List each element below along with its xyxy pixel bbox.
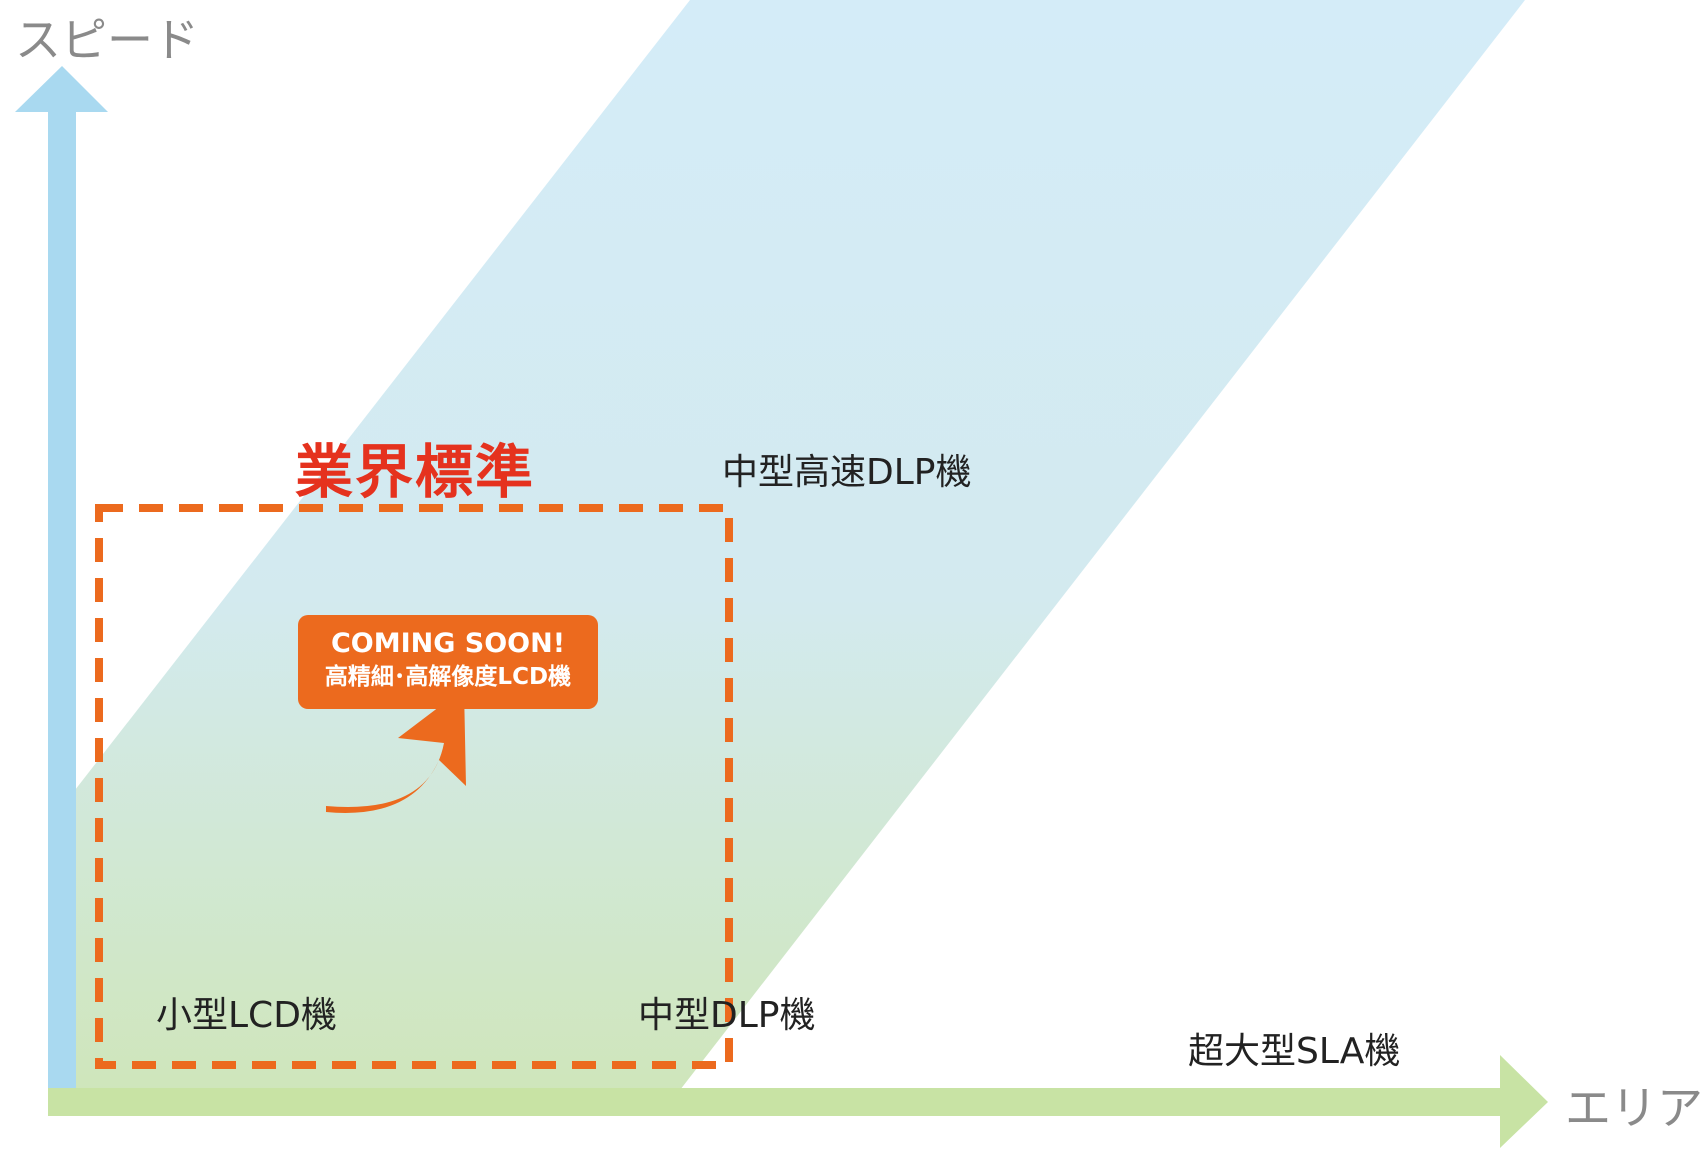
label-xl-sla: 超大型SLA機 xyxy=(1188,1031,1401,1072)
x-axis-label: エリア xyxy=(1565,1081,1700,1135)
badge-line-1: COMING SOON! xyxy=(330,628,566,659)
x-axis-shaft xyxy=(48,1088,1508,1116)
industry-standard-title: 業界標準 xyxy=(295,438,536,506)
y-axis-shaft xyxy=(48,110,76,1105)
performance-band xyxy=(75,0,1525,1090)
y-axis-label: スピード xyxy=(15,13,199,67)
label-mid-dlp: 中型DLP機 xyxy=(638,995,816,1036)
label-mid-fast-dlp: 中型高速DLP機 xyxy=(722,452,972,493)
badge-line-2: 高精細･高解像度LCD機 xyxy=(324,664,572,690)
x-axis-arrowhead xyxy=(1500,1055,1548,1148)
label-small-lcd: 小型LCD機 xyxy=(156,995,337,1036)
coming-soon-badge: COMING SOON! 高精細･高解像度LCD機 xyxy=(298,615,598,709)
y-axis-arrowhead xyxy=(15,66,108,112)
coming-soon-badge-bg xyxy=(298,615,598,709)
curved-arrow-icon xyxy=(326,688,466,813)
industry-standard-region xyxy=(95,504,733,1069)
